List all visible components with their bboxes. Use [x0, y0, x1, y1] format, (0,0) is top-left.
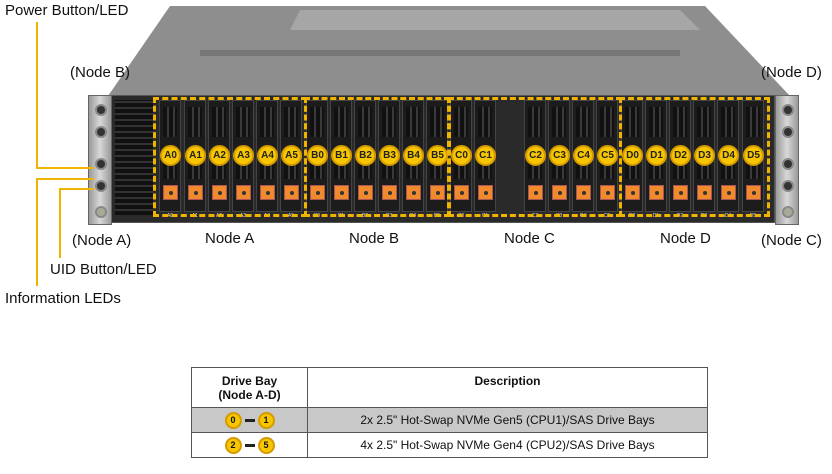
drive-release-tab[interactable]	[236, 185, 251, 200]
header-line: (Node A-D)	[218, 387, 281, 402]
bay-badge: B2	[355, 145, 376, 166]
bay-badge: B0	[307, 145, 328, 166]
drive-release-tab[interactable]	[454, 185, 469, 200]
bay-badge: 5	[257, 436, 275, 454]
drive-release-tab[interactable]	[600, 185, 615, 200]
node-d-ear-label: (Node D)	[761, 64, 822, 81]
bay-badge: C4	[573, 145, 594, 166]
bay-badge: 0	[224, 411, 242, 429]
drive-release-tab[interactable]	[625, 185, 640, 200]
node-b-label: Node B	[349, 230, 400, 247]
power-callout-line	[36, 22, 38, 168]
power-button[interactable]	[95, 104, 107, 116]
thumbscrew	[95, 206, 107, 218]
power-callout-line	[36, 167, 94, 169]
node-a-ear-label: (Node A)	[72, 232, 132, 249]
bay-badge: C2	[525, 145, 546, 166]
bay-badge: B3	[379, 145, 400, 166]
drive-release-tab[interactable]	[649, 185, 664, 200]
node-a-outline	[153, 97, 307, 217]
drive-release-tab[interactable]	[163, 185, 178, 200]
node-c-ear-label: (Node C)	[761, 232, 822, 249]
bay-badge: A1	[185, 145, 206, 166]
uid-button[interactable]	[95, 180, 107, 192]
drive-release-tab[interactable]	[334, 185, 349, 200]
power-button-node-d[interactable]	[782, 104, 794, 116]
info-leds-label: Information LEDs	[5, 290, 121, 307]
bay-badge: D0	[622, 145, 643, 166]
bay-badge: C0	[451, 145, 472, 166]
bay-badge: C5	[597, 145, 618, 166]
header-line: Drive Bay	[221, 373, 278, 388]
power-button-node-c[interactable]	[782, 158, 794, 170]
bay-badge: A3	[233, 145, 254, 166]
node-b-ear-label: (Node B)	[70, 64, 131, 81]
node-c-label: Node C	[504, 230, 555, 247]
drive-release-tab[interactable]	[478, 185, 493, 200]
power-button-node-a[interactable]	[95, 158, 107, 170]
bay-badge: C1	[475, 145, 496, 166]
left-ear	[88, 95, 112, 225]
uid-callout-line	[59, 188, 94, 190]
drive-release-tab[interactable]	[697, 185, 712, 200]
drive-release-tab[interactable]	[260, 185, 275, 200]
bay-badge: C3	[549, 145, 570, 166]
drive-release-tab[interactable]	[406, 185, 421, 200]
bay-badge: A0	[160, 145, 181, 166]
node-b-uid-button[interactable]	[95, 126, 107, 138]
bay-badge: A5	[281, 145, 302, 166]
info-callout-line	[36, 178, 94, 180]
description-cell: 2x 2.5" Hot-Swap NVMe Gen5 (CPU1)/SAS Dr…	[307, 407, 708, 433]
bay-badge: B4	[403, 145, 424, 166]
uid-button-node-d[interactable]	[782, 126, 794, 138]
bay-badge: D4	[718, 145, 739, 166]
node-c-outline	[448, 97, 622, 217]
bay-badge: D1	[646, 145, 667, 166]
drive-release-tab[interactable]	[746, 185, 761, 200]
bay-badge: D5	[743, 145, 764, 166]
description-header: Description	[307, 367, 708, 408]
bay-badge: 2	[224, 436, 242, 454]
drive-release-tab[interactable]	[528, 185, 543, 200]
bay-badge: 1	[257, 411, 275, 429]
drive-release-tab[interactable]	[552, 185, 567, 200]
info-callout-line	[36, 178, 38, 286]
bay-badge: A4	[257, 145, 278, 166]
bay-badge: A2	[209, 145, 230, 166]
drive-release-tab[interactable]	[212, 185, 227, 200]
node-d-outline	[619, 97, 770, 217]
drive-bay-header: Drive Bay(Node A-D)	[191, 367, 308, 408]
drive-release-tab[interactable]	[188, 185, 203, 200]
drive-release-tab[interactable]	[673, 185, 688, 200]
uid-button-label: UID Button/LED	[50, 261, 157, 278]
right-ear	[775, 95, 799, 225]
uid-button-node-c[interactable]	[782, 180, 794, 192]
drive-release-tab[interactable]	[721, 185, 736, 200]
front-vent-left	[115, 100, 153, 215]
drive-release-tab[interactable]	[284, 185, 299, 200]
bay-badge: D2	[670, 145, 691, 166]
bay-badge: D3	[694, 145, 715, 166]
node-a-label: Node A	[205, 230, 255, 247]
drive-release-tab[interactable]	[358, 185, 373, 200]
drive-release-tab[interactable]	[576, 185, 591, 200]
drive-release-tab[interactable]	[382, 185, 397, 200]
table-header-row: Drive Bay(Node A-D) Description	[191, 367, 708, 408]
chassis-top	[108, 6, 790, 96]
bay-badge: B1	[331, 145, 352, 166]
thumbscrew	[782, 206, 794, 218]
node-d-label: Node D	[660, 230, 711, 247]
uid-callout-line	[59, 188, 61, 258]
drive-release-tab[interactable]	[310, 185, 325, 200]
node-b-outline	[304, 97, 450, 217]
description-cell: 4x 2.5" Hot-Swap NVMe Gen4 (CPU2)/SAS Dr…	[307, 432, 708, 458]
power-button-label: Power Button/LED	[5, 2, 129, 19]
drive-release-tab[interactable]	[430, 185, 445, 200]
